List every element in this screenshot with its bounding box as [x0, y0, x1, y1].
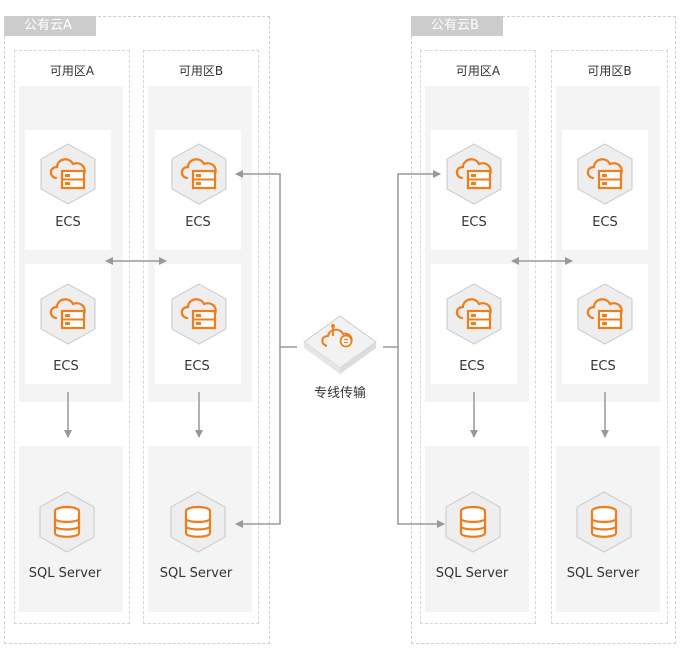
line-to-cloud-a-db [235, 347, 281, 528]
line-to-cloud-b-db [397, 347, 445, 528]
cloud-b-zone-b-frame [551, 50, 668, 624]
cloud-server-icon [445, 142, 503, 206]
cloud-server-icon [576, 282, 634, 346]
ecs-label: ECS [592, 215, 618, 230]
ecs-label: ECS [590, 359, 616, 374]
sql-server-label: SQL Server [566, 566, 640, 581]
dedicated-line-label: 专线传输 [313, 386, 366, 401]
cloud-a-zone-a-title: 可用区A [49, 64, 95, 78]
cloud-server-icon [576, 142, 634, 206]
cloud-server-icon [445, 282, 503, 346]
database-icon [169, 490, 227, 554]
cloud-server-icon [39, 282, 97, 346]
cloud-server-icon [170, 142, 228, 206]
line-to-cloud-b-bracket [383, 170, 441, 348]
database-icon [444, 490, 502, 554]
cloud-server-icon [170, 282, 228, 346]
sql-server-label: SQL Server [28, 566, 102, 581]
sql-server-label: SQL Server [159, 566, 233, 581]
ecs-label: ECS [184, 359, 210, 374]
dedicated-line-icon [303, 315, 377, 374]
database-icon [575, 490, 633, 554]
cloud-a-zone-b-frame [143, 50, 259, 624]
ecs-label: ECS [53, 359, 79, 374]
database-icon [38, 490, 96, 554]
line-to-cloud-a-bracket [235, 170, 297, 348]
cloud-a-title: 公有云A [4, 16, 96, 36]
ecs-label: ECS [461, 215, 487, 230]
cloud-b-zone-a-frame [420, 50, 536, 624]
ecs-label: ECS [185, 215, 211, 230]
cloud-b-frame [411, 16, 676, 644]
sql-server-label: SQL Server [435, 566, 509, 581]
cloud-a-frame [4, 16, 270, 644]
cloud-b-zone-a-title: 可用区A [455, 64, 501, 78]
cloud-a-zone-b-title: 可用区B [178, 64, 224, 78]
cloud-b-title: 公有云B [411, 16, 503, 36]
ecs-label: ECS [55, 215, 81, 230]
cloud-b-zone-b-title: 可用区B [587, 64, 632, 78]
cloud-server-icon [39, 142, 97, 206]
ecs-label: ECS [459, 359, 485, 374]
cloud-a-zone-a-frame [14, 50, 130, 624]
